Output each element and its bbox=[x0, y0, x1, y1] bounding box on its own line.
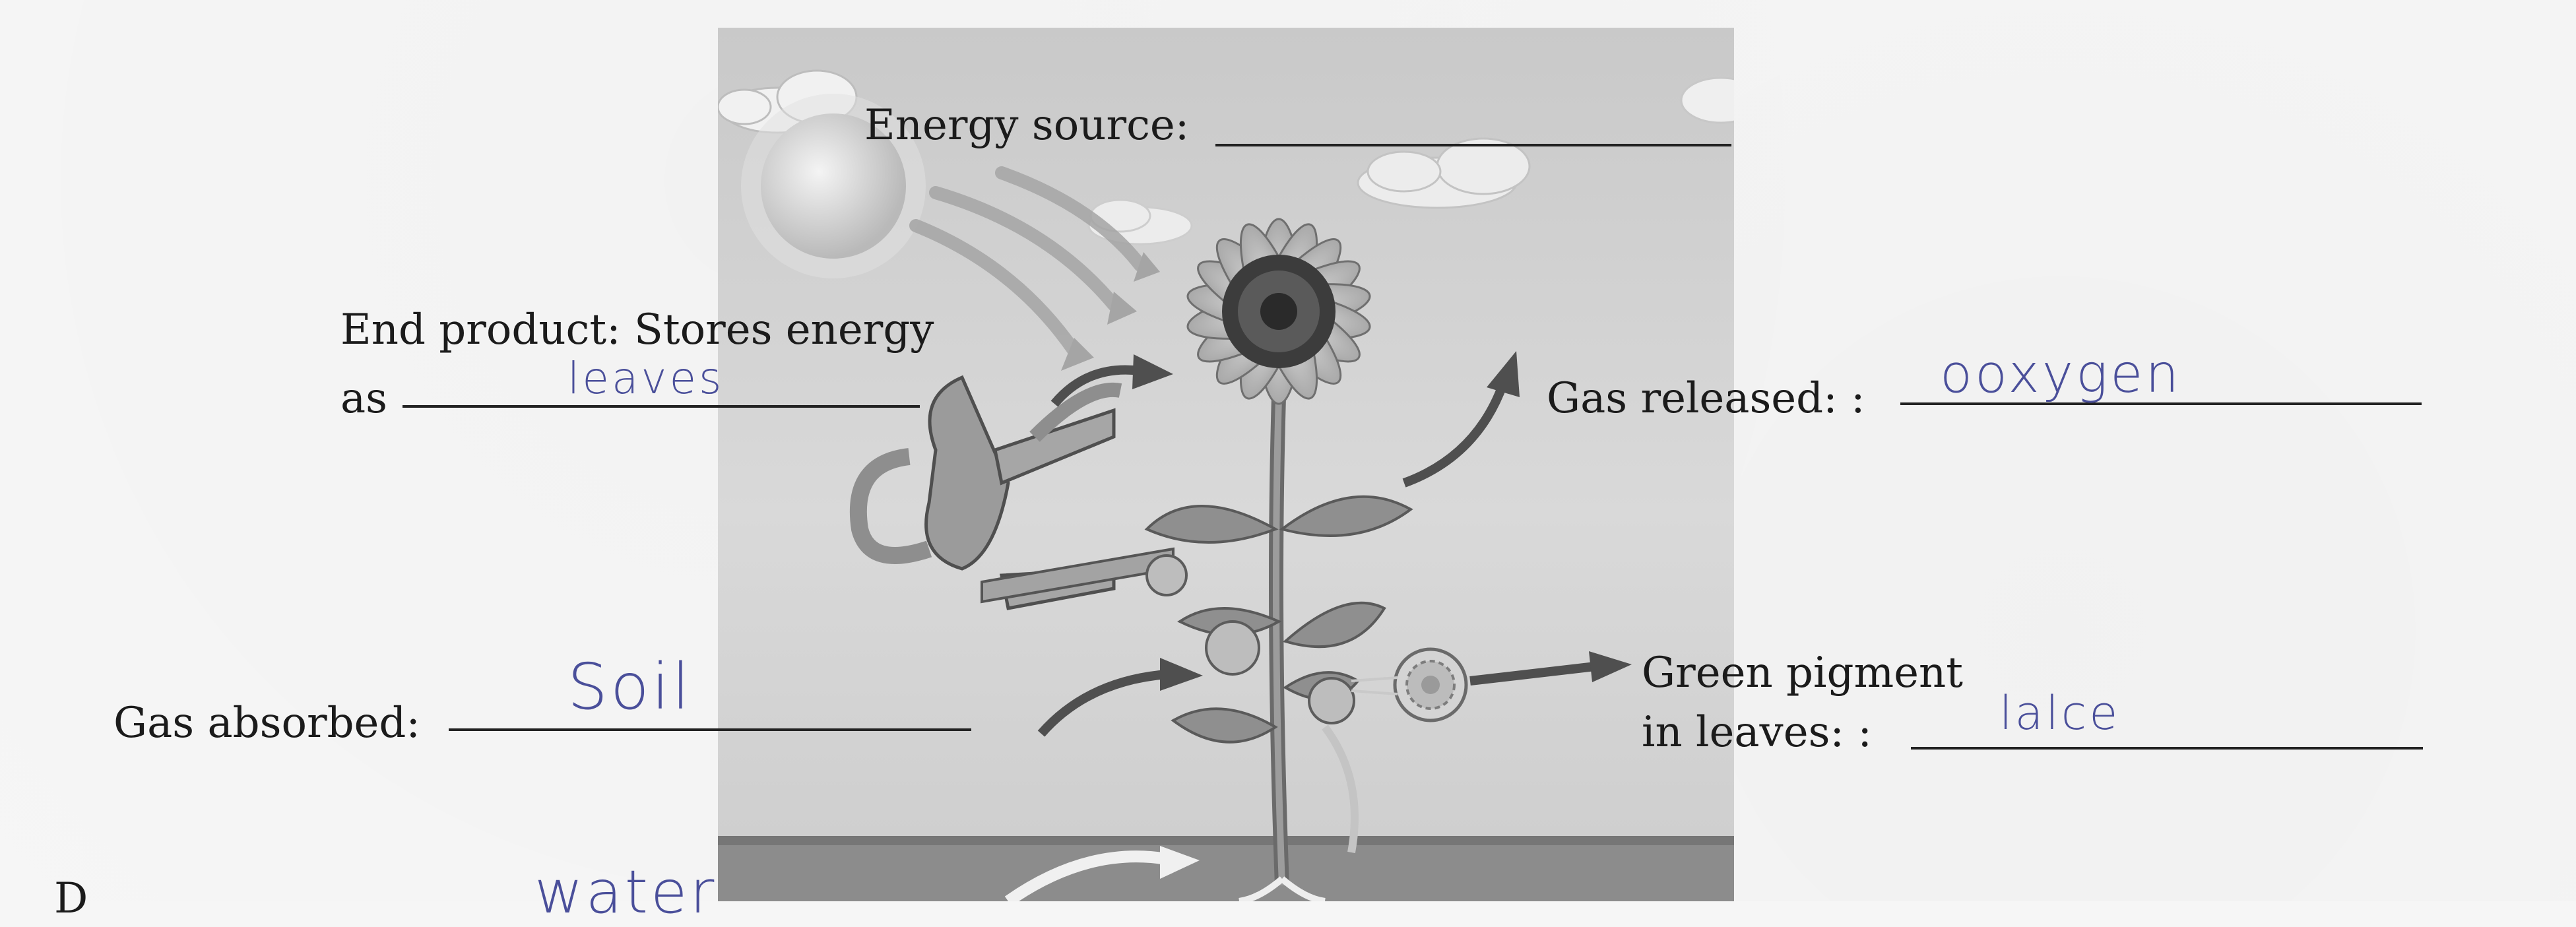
end-product-label-line2: as bbox=[340, 374, 387, 423]
end-product-answer: leaves bbox=[567, 353, 724, 404]
end-product-blank[interactable] bbox=[402, 405, 920, 408]
cloud-icon bbox=[1680, 77, 1734, 124]
water-arrow bbox=[1004, 850, 1168, 901]
leaf bbox=[1144, 495, 1413, 744]
gas-absorbed-label: Gas absorbed: bbox=[113, 699, 420, 748]
energy-source-label: Energy source: bbox=[864, 101, 1190, 150]
gas-released-label: Gas released: : bbox=[1547, 374, 1865, 423]
gas-absorbed-answer: Soil bbox=[567, 650, 693, 724]
green-pigment-blank[interactable] bbox=[1911, 747, 2423, 750]
ground bbox=[718, 836, 1734, 901]
end-product-label-line1: End product: Stores energy bbox=[340, 305, 934, 354]
green-pigment-label-line2: in leaves: : bbox=[1642, 708, 1872, 757]
green-pigment-answer: lalce bbox=[1999, 686, 2121, 740]
gas-released-blank[interactable] bbox=[1900, 402, 2422, 405]
arrow-icon bbox=[1037, 351, 1632, 854]
flower-bud bbox=[1145, 554, 1355, 724]
green-pigment-label-line1: Green pigment bbox=[1642, 649, 1963, 697]
bottom-answer: water bbox=[534, 858, 717, 927]
sunlight-arrows bbox=[909, 166, 1147, 358]
bottom-partial-label: D bbox=[54, 874, 88, 923]
sunflower-icon bbox=[1186, 218, 1371, 405]
cloud-icon bbox=[1357, 137, 1531, 209]
sun-icon bbox=[741, 94, 926, 278]
gas-absorbed-blank[interactable] bbox=[449, 728, 971, 731]
gas-released-answer: ooxygen bbox=[1940, 343, 2182, 404]
roots bbox=[1239, 876, 1326, 901]
energy-source-blank[interactable] bbox=[1215, 144, 1731, 146]
chloroplast-icon bbox=[1393, 647, 1468, 722]
photosynthesis-illustration bbox=[718, 28, 1734, 901]
